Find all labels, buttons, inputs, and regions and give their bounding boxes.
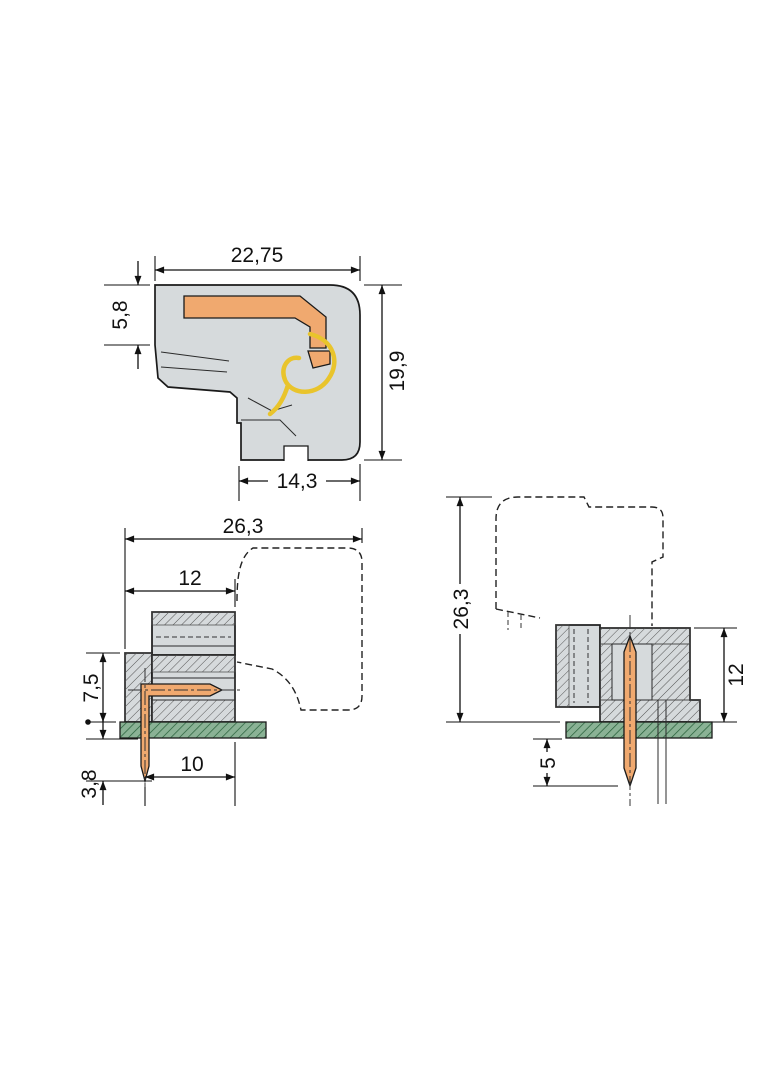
view-side-mounted: 26,3 12 5 [446, 496, 748, 806]
dim-pin-below-board: 3,8 [78, 715, 152, 805]
front-part-hidden-line [573, 629, 589, 703]
dim-overall-width: 22,75 [154, 244, 361, 281]
dim-overall-height: 19,9 [364, 284, 409, 461]
dim-label: 26,3 [223, 515, 264, 538]
dim-label: 10 [180, 753, 203, 776]
header-front-part-hatch [555, 624, 570, 708]
clamp-spring [267, 331, 337, 417]
pcb-board-hatch [565, 721, 713, 739]
mating-connector-dashed-detail [507, 612, 522, 630]
datum-dot [85, 719, 91, 725]
dim-height-above-board: 7,5 [80, 652, 120, 725]
dim-label: 12 [725, 663, 748, 686]
dim-lower-width: 14,3 [238, 464, 361, 501]
header-body-hatch-bottom [599, 699, 701, 723]
dim-label: 22,75 [231, 244, 284, 267]
dim-label: 5,8 [109, 300, 132, 329]
dim-label: 14,3 [277, 470, 318, 493]
dim-label: 3,8 [78, 769, 101, 798]
second-pin-outline [657, 700, 667, 804]
header-shroud-hatch [151, 611, 236, 626]
bottom-notch [283, 445, 309, 461]
header-body-hatch-top [599, 627, 691, 645]
dim-label: 12 [178, 567, 201, 590]
contact-busbar [183, 295, 327, 349]
view-side-section: 22,75 5,8 19,9 14,3 [104, 244, 409, 501]
mating-connector-dashed-outline [495, 496, 664, 626]
dim-header-height: 12 [694, 627, 748, 723]
dim-label: 5 [537, 757, 560, 769]
dim-overall-height-side: 26,3 [446, 496, 560, 723]
header-body-hatch-left [599, 643, 613, 701]
dim-label: 7,5 [80, 673, 103, 702]
dim-upper-height: 5,8 [104, 261, 150, 369]
dim-pin-to-edge: 10 [144, 742, 236, 806]
wire-entry-detail-line [160, 366, 228, 373]
dim-pin-below-board-side: 5 [533, 738, 618, 787]
wire-entry-detail-line [160, 351, 230, 362]
mating-connector-dashed-outline [236, 547, 363, 711]
latch-detail-line [241, 419, 297, 437]
header-body-hatch-right [651, 643, 691, 701]
dim-label: 26,3 [450, 589, 473, 630]
dim-label: 19,9 [386, 351, 409, 392]
header-body-hatch-bottom [151, 699, 236, 723]
connector-body-outline [154, 284, 361, 461]
view-front-mounted: 26,3 12 7,5 3,8 10 [78, 515, 363, 806]
dim-header-width: 12 [125, 567, 236, 607]
mating-connector-dashed-detail [495, 608, 541, 619]
header-body-hatch-top [151, 654, 236, 673]
solder-pin-right-angle [140, 683, 224, 784]
pcb-board-hatch [119, 721, 267, 739]
contact-anchor [307, 350, 331, 369]
